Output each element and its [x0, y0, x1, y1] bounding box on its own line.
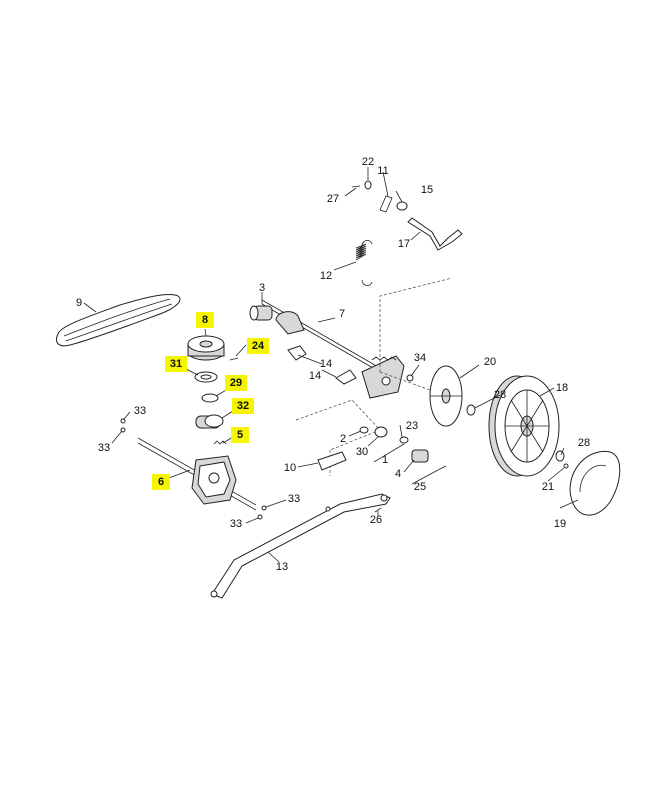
callout-33d: 33 — [230, 518, 242, 530]
callout-2: 2 — [340, 433, 346, 445]
callout-text: 21 — [542, 481, 554, 493]
drive-belt-part — [56, 293, 181, 347]
callout-26: 26 — [370, 514, 382, 526]
callout-34: 34 — [414, 352, 426, 364]
callout-text: 33 — [288, 493, 300, 505]
callout-14a: 14 — [320, 358, 332, 370]
callout-18: 18 — [556, 382, 568, 394]
callout-19: 19 — [554, 518, 566, 530]
callout-text: 8 — [202, 314, 208, 326]
callout-30: 30 — [356, 446, 368, 458]
callout-33c: 33 — [288, 493, 300, 505]
height-adjust-lever-part — [261, 299, 405, 399]
callout-text: 19 — [554, 518, 566, 530]
callout-text: 12 — [320, 270, 332, 282]
callout-23: 23 — [406, 420, 418, 432]
bushing-part — [249, 305, 273, 321]
callout-10: 10 — [284, 462, 296, 474]
callout-text: 14 — [320, 358, 332, 370]
callout-15: 15 — [421, 184, 433, 196]
handle-frame-part — [210, 493, 391, 599]
callout-text: 6 — [158, 476, 164, 488]
drive-disc-part — [429, 365, 463, 427]
callout-text: 14 — [309, 370, 321, 382]
callout-text: 22 — [362, 156, 374, 168]
callout-text: 7 — [339, 308, 345, 320]
callout-22: 22 — [362, 156, 374, 168]
callout-7: 7 — [339, 308, 345, 320]
callout-text: 3 — [259, 282, 265, 294]
callout-text: 9 — [76, 297, 82, 309]
callout-text: 27 — [327, 193, 339, 205]
callout-text: 24 — [252, 340, 265, 352]
wheel-part — [488, 375, 560, 477]
callout-12: 12 — [320, 270, 332, 282]
callout-text: 10 — [284, 462, 296, 474]
callout-text: 1 — [382, 454, 388, 466]
callout-text: 31 — [170, 358, 182, 370]
callout-8: 8 — [196, 312, 214, 328]
callout-33a: 33 — [134, 405, 146, 417]
callout-6: 6 — [152, 474, 170, 490]
rod-part — [407, 217, 463, 251]
callout-text: 2 — [340, 433, 346, 445]
callout-text: 29 — [230, 377, 242, 389]
callout-text: 18 — [556, 382, 568, 394]
callout-text: 34 — [414, 352, 426, 364]
callout-text: 23 — [406, 420, 418, 432]
callout-20: 20 — [484, 356, 496, 368]
callout-5: 5 — [231, 427, 249, 443]
callout-31: 31 — [165, 356, 187, 372]
callout-33b: 33 — [98, 442, 110, 454]
gearbox-axle-part — [137, 437, 257, 511]
callout-text: 32 — [237, 400, 249, 412]
callout-17: 17 — [398, 238, 410, 250]
callout-9: 9 — [76, 297, 82, 309]
callout-21: 21 — [542, 481, 554, 493]
callout-text: 20 — [484, 356, 496, 368]
nut-part — [406, 374, 414, 382]
clutch-part — [195, 414, 224, 429]
callout-14b: 14 — [309, 370, 321, 382]
callout-1: 1 — [382, 454, 388, 466]
callout-28a: 28 — [494, 389, 506, 401]
screw-part — [374, 507, 382, 513]
callout-text: 30 — [356, 446, 368, 458]
tension-spring-part — [355, 240, 373, 286]
callout-text: 28 — [494, 389, 506, 401]
callout-24: 24 — [247, 338, 269, 354]
callout-text: 33 — [98, 442, 110, 454]
ring-part — [201, 393, 219, 403]
pulley-part — [187, 335, 225, 361]
washer-part — [194, 371, 218, 383]
callout-11: 11 — [377, 165, 388, 177]
callout-29: 29 — [225, 375, 247, 391]
callout-3: 3 — [259, 282, 265, 294]
leader-lines — [83, 167, 579, 563]
callout-text: 15 — [421, 184, 433, 196]
pin-part — [229, 357, 239, 361]
callout-labels: 1 2 3 4 5 6 7 8 9 10 11 12 13 14 14 15 1… — [76, 156, 590, 573]
wheel-hardware-part — [317, 426, 447, 471]
pin-part — [120, 418, 267, 520]
callout-text: 33 — [134, 405, 146, 417]
callout-text: 5 — [237, 429, 243, 441]
callout-28b: 28 — [578, 437, 590, 449]
callout-25: 25 — [414, 481, 426, 493]
callout-text: 25 — [414, 481, 426, 493]
callout-27: 27 — [327, 193, 339, 205]
callout-text: 17 — [398, 238, 410, 250]
callout-text: 13 — [276, 561, 288, 573]
washer-part — [466, 404, 569, 469]
hub-cap-part — [569, 450, 621, 516]
callout-text: 11 — [377, 165, 388, 177]
callout-13: 13 — [276, 561, 288, 573]
callout-4: 4 — [395, 468, 401, 480]
callout-text: 4 — [395, 468, 401, 480]
callout-text: 26 — [370, 514, 382, 526]
callout-text: 28 — [578, 437, 590, 449]
callout-text: 33 — [230, 518, 242, 530]
callout-32: 32 — [232, 398, 254, 414]
